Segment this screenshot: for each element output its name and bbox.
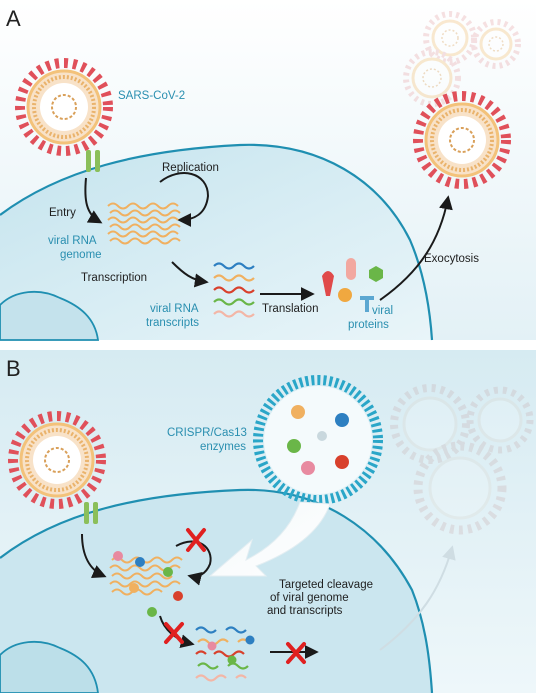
- panel-b: B CRISPR/Cas1: [0, 350, 536, 693]
- host-cell-b: [0, 489, 432, 693]
- label-transcription: Transcription: [81, 272, 147, 284]
- label-replication: Replication: [162, 162, 219, 174]
- released-virion: [413, 91, 511, 189]
- cas13-enzyme-icons-bound: [113, 551, 183, 617]
- panel-letter-b: B: [6, 356, 21, 381]
- crispr-cas13-vesicle: [253, 375, 383, 505]
- entry-arrow-b: [81, 533, 107, 579]
- fragmented-transcripts: [195, 626, 249, 682]
- replication-arrow: [159, 172, 210, 227]
- cas13-enzyme-icons-transcripts: [207, 635, 255, 665]
- label-viral-rna-transcripts-2: transcripts: [146, 317, 199, 329]
- label-translation: Translation: [262, 303, 318, 315]
- label-viral-rna-genome-2: genome: [60, 249, 102, 261]
- cross-icon-translation: [286, 642, 306, 664]
- cross-icon-transcription: [164, 622, 184, 644]
- budding-virus-ghosts: [403, 11, 521, 107]
- delivery-arrow: [208, 501, 331, 577]
- label-cleavage-2: of viral genome: [270, 592, 349, 604]
- panel-letter-a: A: [6, 6, 21, 31]
- label-viral-rna-transcripts-1: viral RNA: [150, 303, 199, 315]
- nucleus-b: [0, 640, 99, 693]
- virus-label: SARS-CoV-2: [118, 90, 185, 102]
- faded-exocytosis-arrow: [379, 545, 456, 651]
- entry-arrow: [84, 177, 103, 224]
- host-cell: [0, 144, 432, 340]
- cas13-enzyme-icon: [287, 405, 349, 475]
- sars-cov-2-virion: [15, 58, 113, 156]
- label-cleavage-1: Targeted cleavage: [279, 579, 373, 591]
- label-entry: Entry: [49, 207, 76, 219]
- cross-icon-replication: [186, 528, 206, 552]
- viral-protein-shapes: [322, 258, 383, 312]
- label-exocytosis: Exocytosis: [424, 253, 479, 265]
- exocytosis-arrow: [379, 195, 453, 301]
- nucleus: [0, 290, 100, 341]
- label-crispr-1: CRISPR/Cas13: [167, 427, 247, 439]
- ace2-receptor-b: [84, 502, 98, 524]
- panel-a: A SARS-CoV-2: [0, 0, 536, 341]
- ace2-receptor: [86, 150, 100, 172]
- label-viral-proteins-1: viral: [372, 305, 393, 317]
- viral-rna-transcripts: [213, 262, 255, 318]
- label-viral-proteins-2: proteins: [348, 319, 389, 331]
- transcription-arrow: [171, 261, 209, 288]
- viral-rna-genome: [107, 202, 181, 245]
- label-viral-rna-genome-1: viral RNA: [48, 235, 97, 247]
- blocked-virion-ghosts: [390, 384, 534, 535]
- label-cleavage-3: and transcripts: [267, 605, 343, 617]
- label-crispr-2: enzymes: [200, 441, 246, 453]
- sars-cov-2-virion-b: [8, 411, 106, 509]
